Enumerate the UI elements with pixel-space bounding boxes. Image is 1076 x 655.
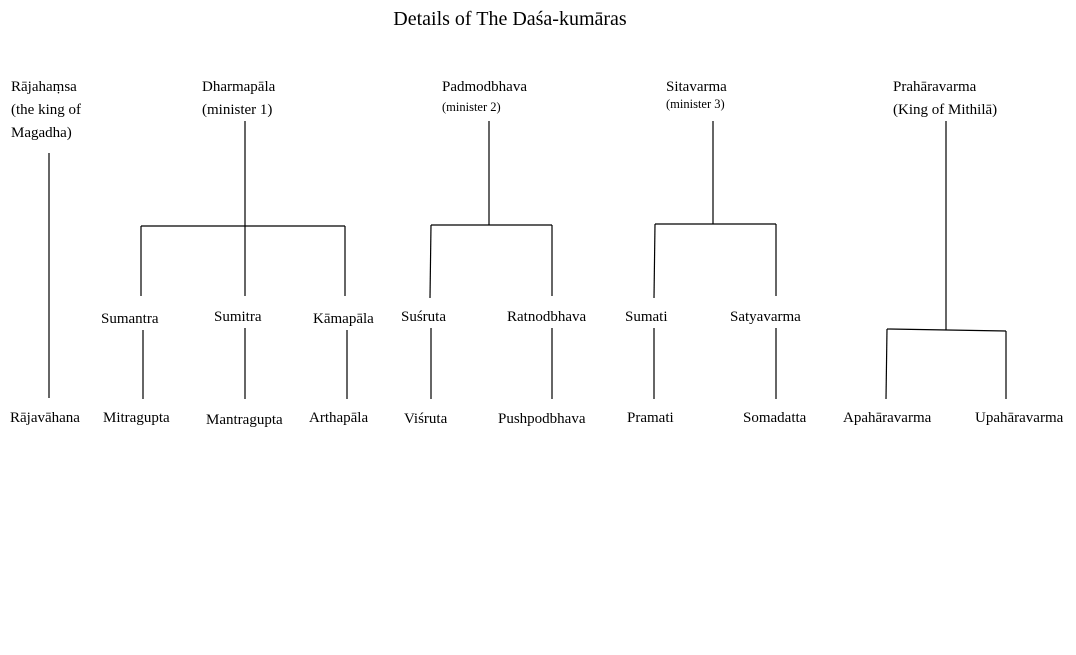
parent-praharavarma: Prahāravarma (King of Mithilā) <box>893 76 997 122</box>
kumara-pushpodbhava: Pushpodbhava <box>498 411 586 427</box>
parent-name: Padmodbhava <box>442 79 527 95</box>
parent-name: Prahāravarma <box>893 79 977 95</box>
child-sumati: Sumati <box>625 309 668 325</box>
parent-role: Magadha) <box>11 125 72 141</box>
child-sumantra: Sumantra <box>101 311 159 327</box>
drop-sumati <box>653 223 656 299</box>
parent-sitavarma: Sitavarma (minister 3) <box>666 76 727 112</box>
kumara-arthapala: Arthapāla <box>309 410 369 426</box>
kumara-rajavahana: Rājavāhana <box>10 410 80 426</box>
parent-role: (the king of <box>11 102 81 118</box>
parent-name: Sitavarma <box>666 79 727 95</box>
parent-role: (minister 1) <box>202 102 273 118</box>
parent-role: (minister 2) <box>442 100 501 114</box>
parent-role: (minister 3) <box>666 97 725 111</box>
kumara-somadatta: Somadatta <box>743 410 807 426</box>
kumara-upaharavarma: Upahāravarma <box>975 410 1064 426</box>
drop-susruta <box>429 224 432 299</box>
child-satyavarma: Satyavarma <box>730 309 801 325</box>
parent-role: (King of Mithilā) <box>893 102 998 118</box>
child-susruta: Suśruta <box>401 309 446 325</box>
parent-dharmapala: Dharmapāla (minister 1) <box>202 76 275 122</box>
kumara-visruta: Viśruta <box>404 411 448 427</box>
parent-padmodbhava: Padmodbhava (minister 2) <box>442 76 527 115</box>
parent-name: Rājahaṃsa <box>11 79 77 95</box>
bar-praharavarma <box>886 328 1007 332</box>
child-ratnodbhava: Ratnodbhava <box>507 309 587 325</box>
kumara-apaharavarma: Apahāravarma <box>843 410 932 426</box>
kumara-mantragupta: Mantragupta <box>206 412 283 428</box>
line-apaharavarma <box>885 328 888 400</box>
parent-rajahamsa: Rājahaṃsa (the king of Magadha) <box>11 76 81 145</box>
kumara-mitragupta: Mitragupta <box>103 410 170 426</box>
child-kamapala: Kāmapāla <box>313 311 374 327</box>
parent-name: Dharmapāla <box>202 79 276 95</box>
kumara-pramati: Pramati <box>627 410 674 426</box>
child-sumitra: Sumitra <box>214 309 262 325</box>
diagram-title: Details of The Daśa-kumāras <box>393 8 627 30</box>
